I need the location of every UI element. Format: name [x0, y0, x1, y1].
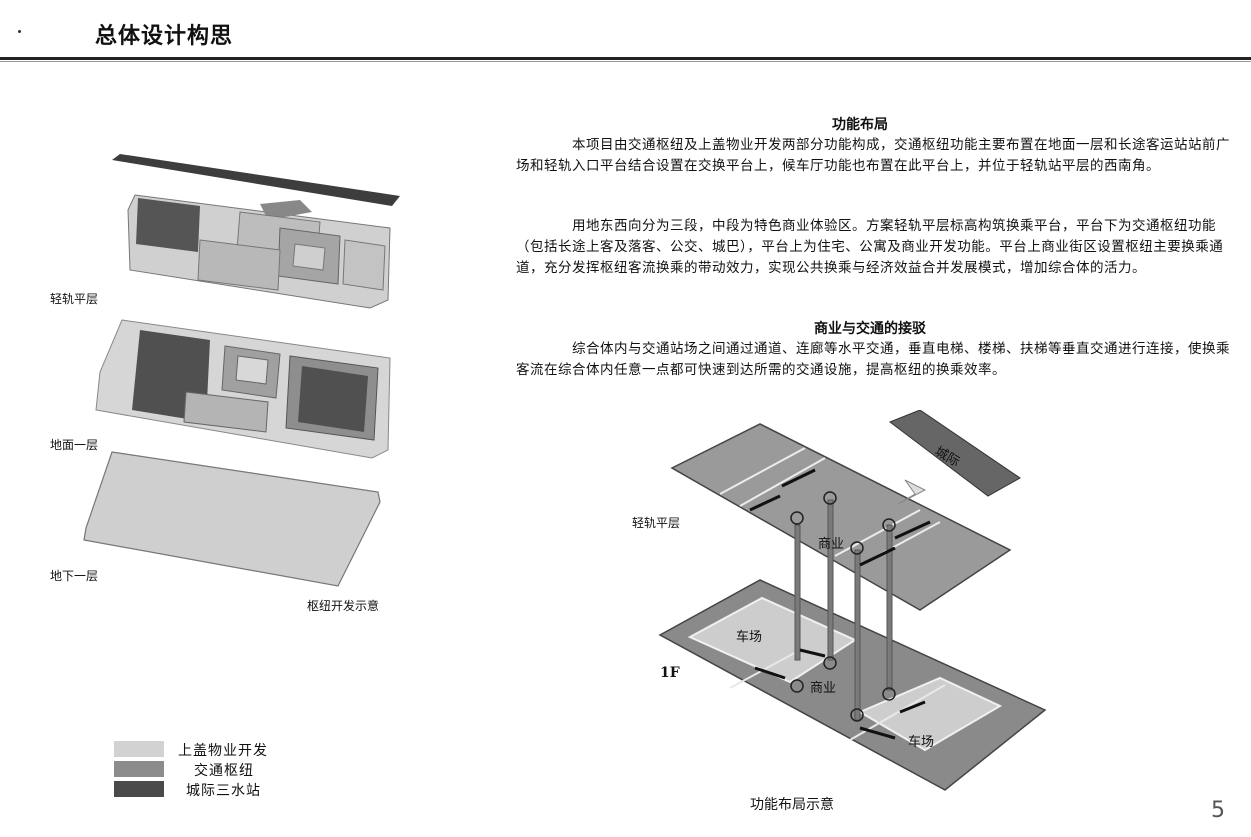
- light-rail-layer: [112, 154, 400, 309]
- horizontal-arrows: [749, 468, 931, 740]
- header-rule-thin: [0, 61, 1251, 62]
- lower-plane: [658, 579, 1047, 791]
- corner-dot: [18, 30, 21, 33]
- legend-swatch-hub: [114, 761, 164, 777]
- legend-swatch-intercity: [114, 781, 164, 797]
- upper-plane-label: 轻轨平层: [632, 516, 681, 530]
- vertical-connectors: [794, 499, 893, 721]
- page-title: 总体设计构思: [95, 24, 234, 49]
- function-layout-diagram: [658, 410, 1047, 791]
- basement-layer: [83, 451, 381, 587]
- hub-exploded-diagram: [83, 154, 400, 587]
- intercity-block: [888, 410, 1021, 497]
- lower-plane-label: 1F: [660, 665, 680, 681]
- header-rule: [0, 57, 1251, 60]
- diagram-caption-function: 功能布局示意: [750, 797, 834, 813]
- connection-nodes: [790, 491, 896, 722]
- legend-label-intercity: 城际三水站: [186, 783, 261, 799]
- parking-left-label: 车场: [736, 630, 763, 645]
- intercity-arrow-icon: [897, 479, 927, 505]
- section-title-layout: 功能布局: [832, 117, 888, 133]
- section-title-connection: 商业与交通的接驳: [814, 321, 926, 337]
- layer-label-basement: 地下一层: [50, 569, 99, 583]
- paragraph-layout-1: 本项目由交通枢纽及上盖物业开发两部分功能构成，交通枢纽功能主要布置在地面一层和长…: [516, 137, 1230, 174]
- page-number: 5: [1211, 798, 1225, 823]
- paragraph-connection: 综合体内与交通站场之间通过通道、连廊等水平交通，垂直电梯、楼梯、扶梯等垂直交通进…: [516, 341, 1230, 378]
- parking-right-label: 车场: [908, 735, 935, 750]
- legend-label-hub: 交通枢纽: [194, 763, 254, 779]
- legend-label-development: 上盖物业开发: [178, 743, 268, 759]
- commerce-lower-label: 商业: [810, 681, 837, 696]
- diagram-caption-hub: 枢纽开发示意: [307, 599, 380, 613]
- legend-swatch-development: [114, 741, 164, 757]
- ground-floor-layer: [95, 319, 391, 459]
- upper-plane: [670, 423, 1012, 611]
- layer-label-light-rail: 轻轨平层: [50, 292, 99, 306]
- commerce-upper-label: 商业: [818, 537, 845, 552]
- layer-label-ground: 地面一层: [50, 438, 99, 452]
- paragraph-layout-2: 用地东西向分为三段，中段为特色商业体验区。方案轻轨平层标高构筑换乘平台，平台下为…: [516, 218, 1224, 276]
